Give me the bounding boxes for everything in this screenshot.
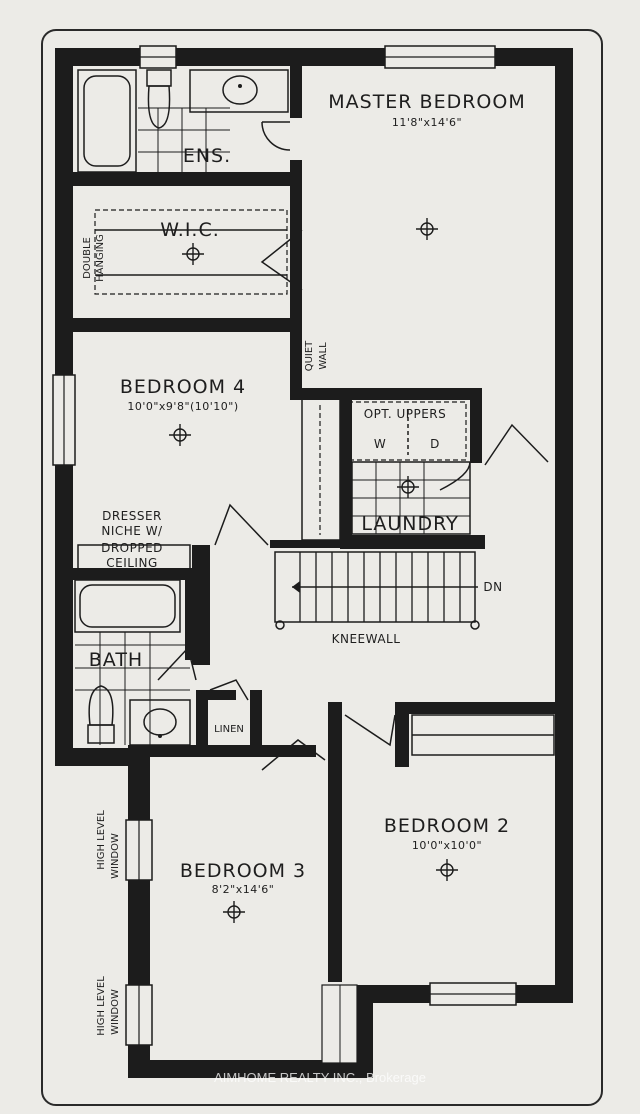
dresser-niche-label-1: DRESSER xyxy=(102,509,162,523)
stairs xyxy=(274,551,480,630)
bedroom4-closet xyxy=(214,397,341,546)
bedroom4-dimensions: 10'0"x9'8"(10'10") xyxy=(127,400,238,413)
dryer-label: D xyxy=(430,437,440,451)
wic-label: W.I.C. xyxy=(160,219,220,241)
wic-fixtures xyxy=(94,209,303,295)
bedroom2-dimensions: 10'0"x10'0" xyxy=(412,839,482,852)
dresser-niche-label-3: DROPPED xyxy=(101,541,163,555)
high-level-window-label-1a: HIGH LEVEL xyxy=(96,810,107,870)
bath-fixtures xyxy=(74,579,249,746)
dresser-niche xyxy=(77,544,191,570)
light-icon xyxy=(397,476,419,498)
laundry-fixtures xyxy=(347,401,549,535)
exterior-walls xyxy=(55,48,573,1078)
light-icon xyxy=(416,218,438,240)
interior-walls xyxy=(55,48,555,982)
ensuite-label: ENS. xyxy=(183,145,231,167)
linen-label: LINEN xyxy=(214,724,244,735)
opt-uppers-label: OPT. UPPERS xyxy=(364,407,447,421)
quiet-wall-label-2: WALL xyxy=(318,342,329,370)
dresser-niche-label-2: NICHE W/ xyxy=(101,524,163,538)
double-hanging-label-1: DOUBLE xyxy=(82,237,93,279)
double-hanging-label-2: HANGING xyxy=(95,234,106,282)
windows xyxy=(52,45,517,1064)
kneewall-label: KNEEWALL xyxy=(332,632,401,646)
laundry-label: LAUNDRY xyxy=(361,513,458,535)
dresser-niche-label-4: CEILING xyxy=(106,556,158,570)
page-border xyxy=(41,29,603,1106)
light-icon xyxy=(182,243,204,265)
quiet-wall-label-1: QUIET xyxy=(304,340,315,371)
bedroom3-label: BEDROOM 3 xyxy=(180,860,306,882)
high-level-window-label-2b: WINDOW xyxy=(110,989,121,1035)
watermark: AIMHOME REALTY INC., Brokerage xyxy=(214,1070,426,1085)
washer-label: W xyxy=(374,437,386,451)
bath-label: BATH xyxy=(89,649,143,671)
bedroom4-label: BEDROOM 4 xyxy=(120,376,246,398)
master-bedroom-label: MASTER BEDROOM xyxy=(328,91,525,113)
bedroom3-dimensions: 8'2"x14'6" xyxy=(212,883,275,896)
stairs-down-label: DN xyxy=(483,580,502,594)
light-icon xyxy=(436,859,458,881)
light-icon xyxy=(223,901,245,923)
bedroom2-closet xyxy=(261,714,555,771)
bedroom2-label: BEDROOM 2 xyxy=(384,815,510,837)
master-bedroom-dimensions: 11'8"x14'6" xyxy=(392,116,462,129)
light-icon xyxy=(169,424,191,446)
high-level-window-label-2a: HIGH LEVEL xyxy=(96,976,107,1036)
high-level-window-label-1b: WINDOW xyxy=(110,833,121,879)
ensuite-fixtures xyxy=(77,69,291,173)
ceiling-lights xyxy=(169,218,458,923)
